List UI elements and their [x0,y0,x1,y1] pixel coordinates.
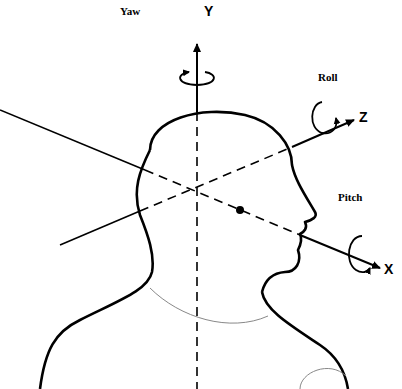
eye-dot [236,206,244,214]
y-axis-dashed [196,112,198,389]
y-axis [196,44,198,112]
shoulder-outline [262,292,348,389]
z-axis [60,211,140,245]
pitch-rotation-arrow [349,236,370,272]
yaw-rotation-arrow [180,72,214,85]
rotation-label: Yaw [120,6,140,17]
x-axis [0,110,145,170]
roll-rotation-arrow [312,102,336,133]
z-axis-dashed [140,147,292,211]
collar-line [150,288,268,323]
rotation-label: Pitch [338,192,362,203]
back-outline [40,150,153,389]
axis-label: X [384,262,393,276]
x-axis-dashed [145,170,300,235]
axis-label: Z [359,110,368,124]
collar-line [300,368,346,389]
x-axis [300,235,380,268]
head-outline [150,112,316,292]
axis-label: Y [204,4,213,18]
rotation-label: Roll [318,72,338,83]
